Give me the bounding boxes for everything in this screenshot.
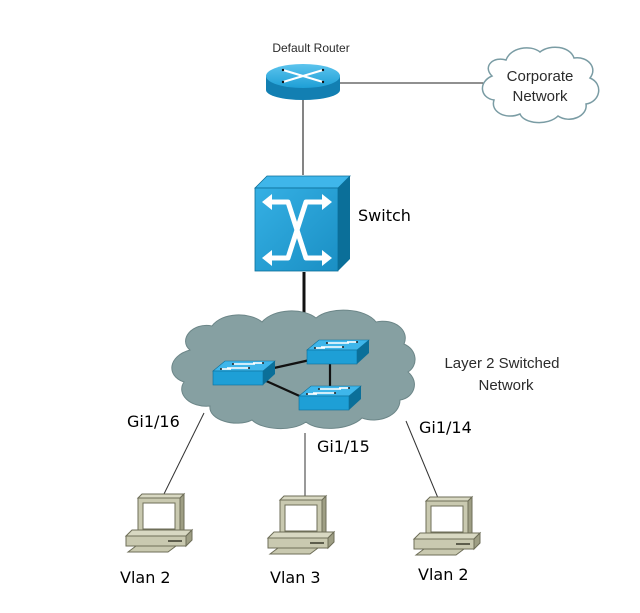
pc-mid-label: Vlan 3 [270, 568, 321, 587]
layer2-switched-network[interactable]: Layer 2 Switched Network [171, 309, 560, 429]
multilayer-switch-icon [254, 175, 351, 272]
l2-label-line2: Network [478, 377, 534, 394]
workgroup-switch-icon [306, 339, 370, 365]
corporate-cloud-icon [481, 46, 600, 124]
l2-label-line1: Layer 2 Switched [444, 355, 559, 372]
default-router[interactable]: Default Router [266, 41, 350, 100]
l2-link-a-b [273, 358, 311, 370]
l2-link-a-c [263, 378, 305, 400]
pc-left[interactable]: Vlan 2 [120, 493, 193, 587]
core-switch[interactable]: Switch [254, 175, 411, 272]
router-icon [266, 64, 340, 100]
link-l2net-pc-left [162, 412, 205, 497]
pc-icon [413, 496, 481, 556]
corporate-label-line1: Corporate [507, 68, 574, 85]
pc-icon [267, 495, 335, 555]
workgroup-switch-icon [212, 360, 276, 386]
port-label-mid: Gi1/15 [317, 437, 370, 456]
switch-label: Switch [358, 206, 411, 225]
port-label-right: Gi1/14 [419, 418, 472, 437]
port-label-left: Gi1/16 [127, 412, 180, 431]
workgroup-switch-icon [298, 385, 362, 411]
l2-cloud-icon [171, 309, 416, 429]
link-l2net-pc-right [405, 420, 439, 499]
pc-icon [125, 493, 193, 553]
pc-right-label: Vlan 2 [418, 565, 469, 584]
pc-right[interactable]: Vlan 2 [413, 496, 481, 584]
corporate-label-line2: Network [512, 88, 568, 105]
pc-left-label: Vlan 2 [120, 568, 171, 587]
corporate-network[interactable]: Corporate Network [481, 46, 600, 124]
pc-mid[interactable]: Vlan 3 [267, 495, 335, 587]
router-label: Default Router [272, 41, 349, 55]
